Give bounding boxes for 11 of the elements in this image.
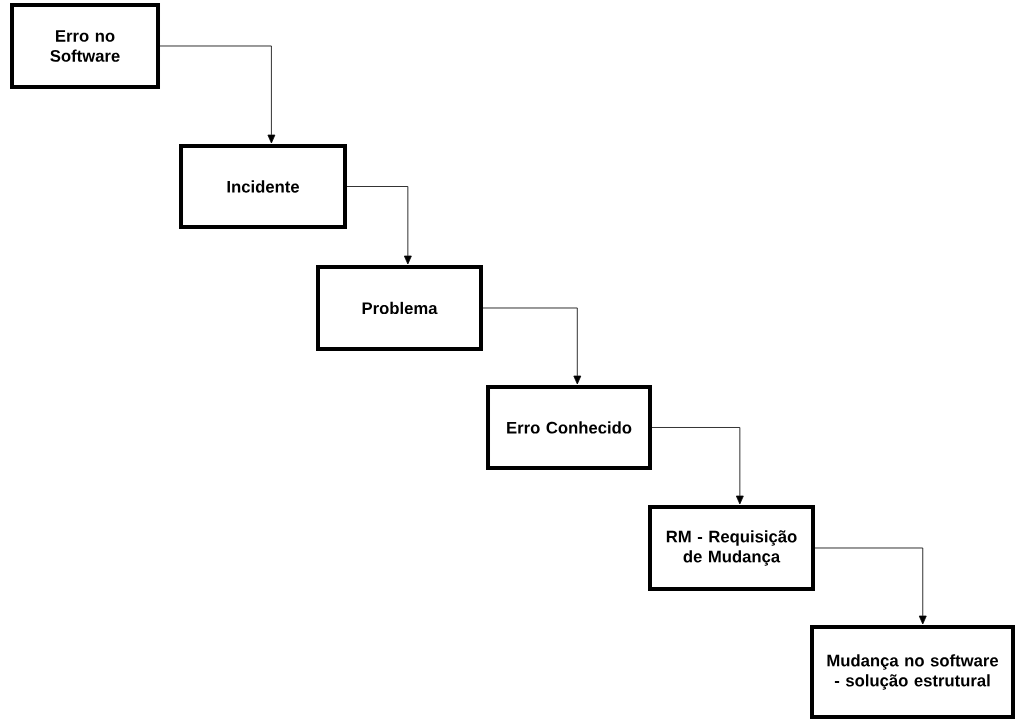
- process-box: RM - Requisição de Mudança: [648, 505, 815, 591]
- process-box: Mudança no software - solução estrutural: [810, 625, 1015, 719]
- arrow: [159, 45, 276, 144]
- arrow: [482, 307, 582, 385]
- arrow: [651, 427, 744, 505]
- process-box: Erro no Software: [10, 3, 160, 89]
- process-box: Problema: [316, 265, 483, 351]
- arrow: [814, 547, 927, 625]
- arrow: [346, 186, 412, 265]
- process-box: Incidente: [179, 144, 347, 229]
- process-box: Erro Conhecido: [486, 385, 652, 470]
